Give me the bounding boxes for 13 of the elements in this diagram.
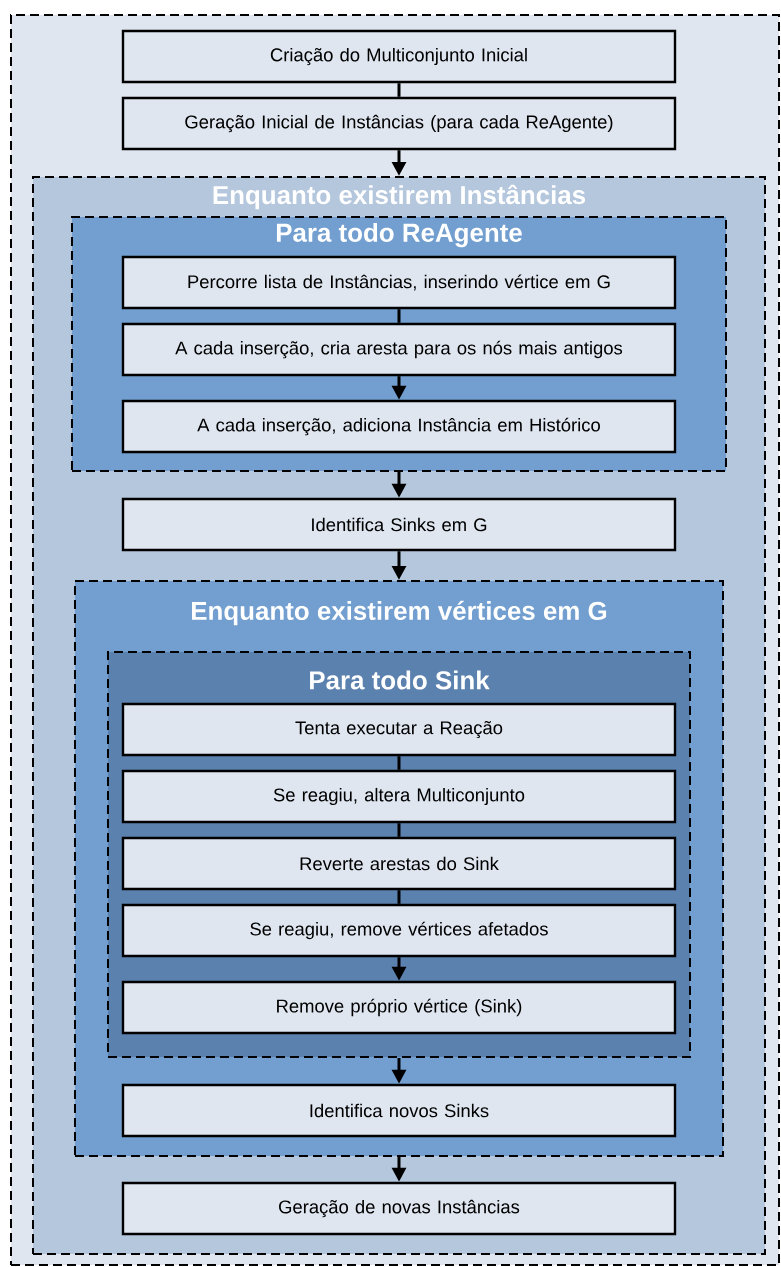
- process-box: Identifica Sinks em G: [121, 497, 677, 552]
- process-box: Se reagiu, altera Multiconjunto: [121, 769, 677, 824]
- process-box: Geração Inicial de Instâncias (para cada ReAgente): [121, 96, 677, 151]
- process-box: Geração de novas Instâncias: [121, 1181, 677, 1236]
- process-box: Remove próprio vértice (Sink): [121, 980, 677, 1035]
- process-box: Reverte arestas do Sink: [121, 836, 677, 891]
- process-box: A cada inserção, adiciona Instância em Histórico: [121, 399, 677, 454]
- process-box: Identifica novos Sinks: [121, 1083, 677, 1138]
- process-box: Tenta executar a Reação: [121, 702, 677, 757]
- process-box: Criação do Multiconjunto Inicial: [121, 29, 677, 84]
- process-box: A cada inserção, cria aresta para os nós mais antigos: [121, 322, 677, 377]
- process-box: Percorre lista de Instâncias, inserindo vértice em G: [121, 255, 677, 310]
- process-box: Se reagiu, remove vértices afetados: [121, 903, 677, 958]
